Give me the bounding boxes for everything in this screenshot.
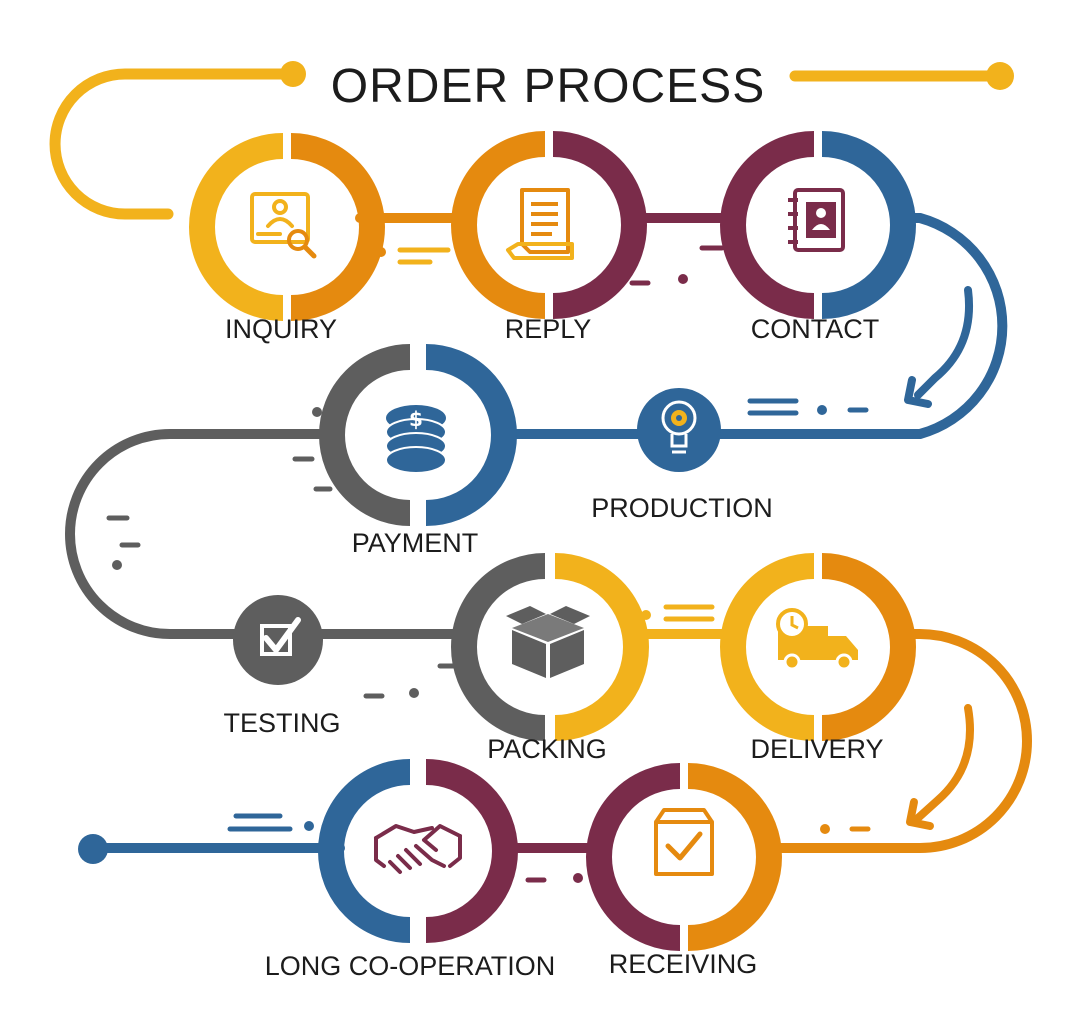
coins-icon: $	[385, 405, 447, 474]
arrow-curve-1	[914, 286, 973, 399]
handshake-icon	[374, 824, 462, 874]
step-delivery: DELIVERY	[720, 553, 916, 764]
arrow-curve-2	[914, 704, 974, 822]
title-decoration-right	[789, 62, 1014, 90]
svg-text:$: $	[409, 407, 423, 431]
title-decoration-left	[49, 61, 306, 220]
step-label: INQUIRY	[225, 314, 337, 344]
gear-lightbulb-icon	[661, 400, 697, 454]
arrow-head-1	[904, 376, 932, 408]
step-packing: PACKING	[451, 553, 649, 764]
arrow-head-2	[906, 798, 934, 830]
profile-search-icon	[250, 192, 317, 259]
step-label: RECEIVING	[609, 949, 758, 979]
box-icon	[506, 606, 590, 678]
end-point-dot	[78, 834, 108, 864]
step-label: LONG CO-OPERATION	[265, 951, 556, 981]
step-label: PAYMENT	[352, 528, 479, 558]
decorative-dashes	[106, 245, 871, 883]
step-label: TESTING	[223, 708, 340, 738]
step-reply: REPLY	[451, 131, 647, 344]
step-label: PRODUCTION	[591, 493, 773, 523]
step-payment: $ PAYMENT	[319, 344, 517, 558]
step-label: PACKING	[487, 734, 607, 764]
step-long-co-operation: LONG CO-OPERATION	[265, 759, 556, 981]
step-inquiry: INQUIRY	[189, 133, 385, 344]
contact-book-icon	[788, 188, 845, 252]
step-label: CONTACT	[751, 314, 880, 344]
delivery-truck-icon	[776, 608, 858, 671]
step-production: PRODUCTION	[591, 388, 773, 523]
page-title: ORDER PROCESS	[331, 60, 765, 113]
step-contact: CONTACT	[720, 131, 916, 344]
step-receiving: RECEIVING	[586, 763, 782, 979]
step-label: REPLY	[505, 314, 592, 344]
checkbox-icon	[260, 617, 301, 656]
check-box-package-icon	[654, 808, 714, 876]
step-testing: TESTING	[223, 595, 341, 738]
document-icon	[506, 188, 574, 260]
step-label: DELIVERY	[750, 734, 883, 764]
